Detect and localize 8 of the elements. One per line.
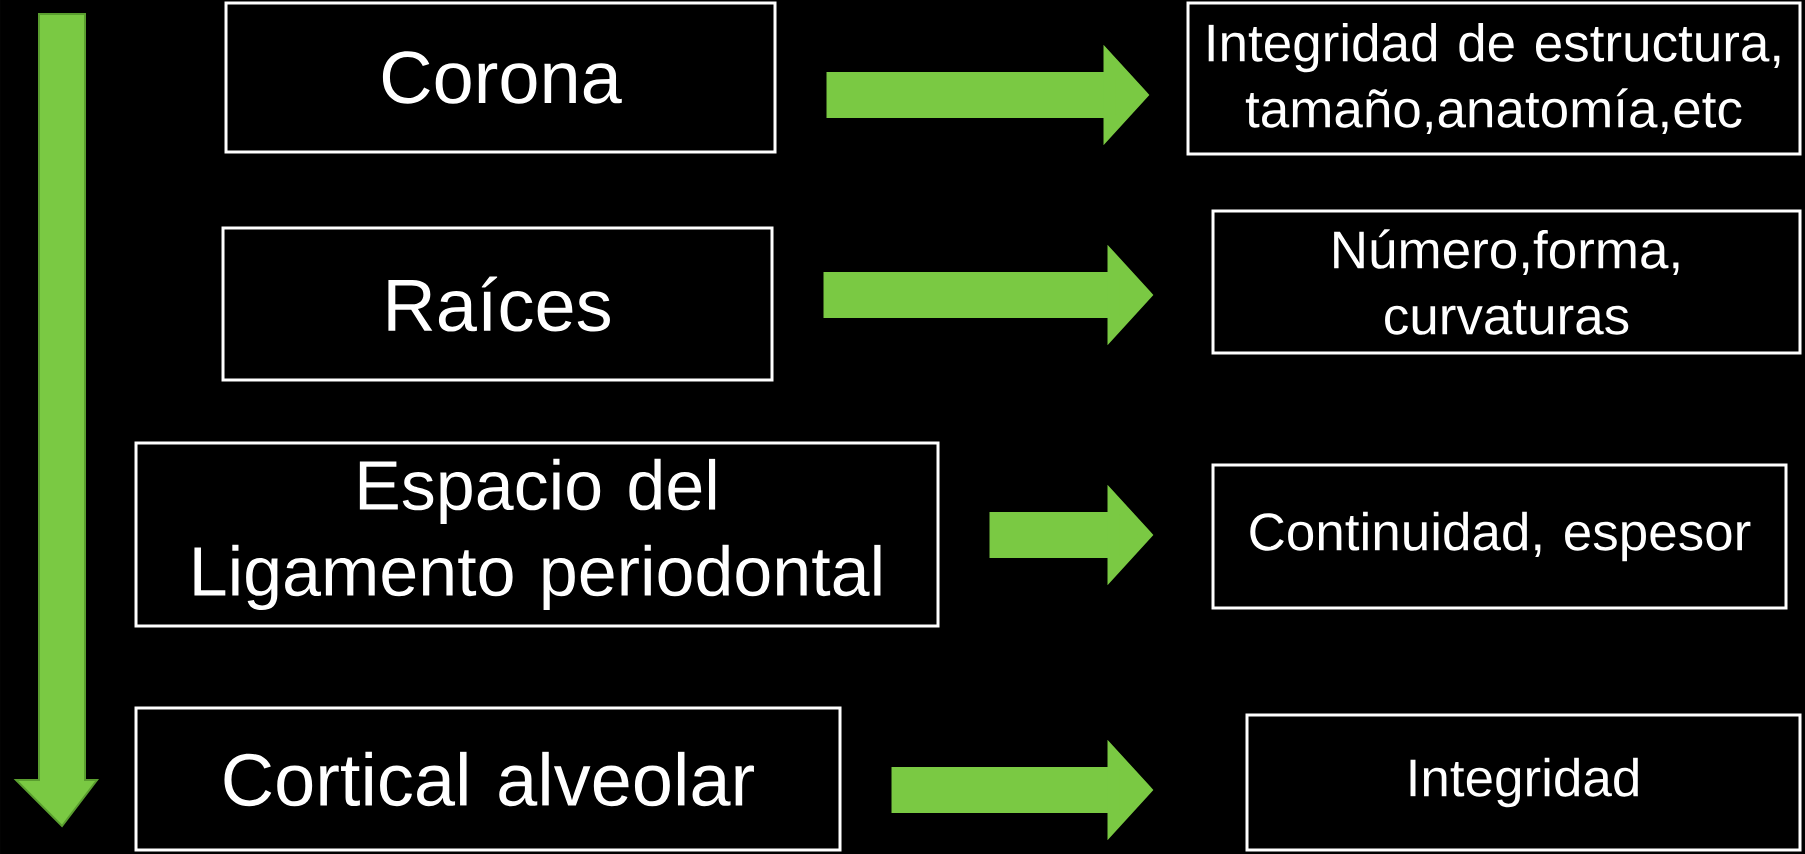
text-box: Número,forma, curvaturas bbox=[1211, 209, 1802, 355]
text-box: Raíces bbox=[221, 226, 774, 382]
text-box: Corona bbox=[224, 1, 777, 154]
text-box: Integridad de estructura, tamaño,anatomía,etc bbox=[1186, 1, 1802, 156]
text-box: Espacio del Ligamento periodontal bbox=[134, 441, 940, 628]
text-box: Integridad bbox=[1245, 713, 1802, 852]
text-box: Continuidad, espesor bbox=[1211, 463, 1788, 610]
text-box: Cortical alveolar bbox=[134, 706, 842, 852]
